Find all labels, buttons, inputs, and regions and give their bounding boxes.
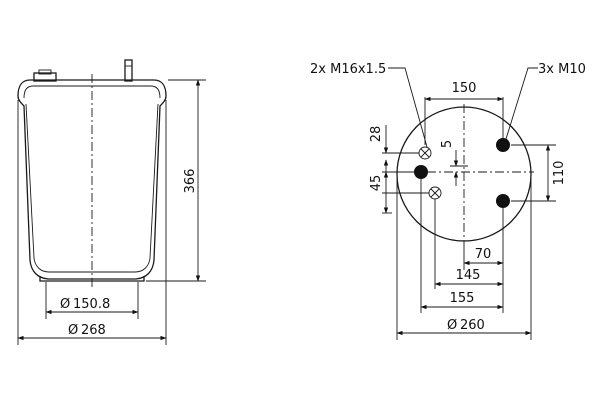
bellows-inner: [25, 103, 159, 273]
top-view: 2x M16x1.5 3x M10 150 110 28 45 5: [310, 62, 586, 340]
air-fitting: [33, 72, 57, 82]
dim-260-label: 260: [460, 318, 485, 333]
dim-110-label: 110: [552, 161, 567, 186]
dim-155-label: 155: [450, 291, 475, 306]
outer-diameter-label: 268: [81, 323, 106, 338]
bolt-callout: 3x M10: [538, 62, 586, 77]
mounting-stud: [124, 59, 133, 82]
thread-callout: 2x M16x1.5: [310, 62, 386, 77]
bolt-hole-left: [414, 165, 428, 179]
thread-hole-lower: [428, 186, 442, 200]
dim-28-label: 28: [369, 126, 384, 143]
outer-diameter-symbol: Ø: [68, 323, 78, 338]
dim-45-label: 45: [369, 175, 384, 192]
thread-hole-upper: [418, 146, 432, 160]
inner-diameter-label: 150.8: [73, 297, 110, 312]
dim-260-symbol: Ø: [447, 318, 457, 333]
air-fitting-top: [38, 69, 52, 75]
dim-5-label: 5: [440, 140, 455, 148]
dim-145-label: 145: [456, 268, 481, 283]
bolt-hole-upper-right: [496, 138, 510, 152]
dim-70-label: 70: [475, 247, 492, 262]
side-view: 366 Ø 150.8 Ø 268: [17, 59, 206, 345]
bolt-hole-lower-right: [496, 194, 510, 208]
dim-150-label: 150: [452, 81, 477, 96]
inner-diameter-symbol: Ø: [60, 297, 70, 312]
height-label: 366: [183, 169, 198, 194]
